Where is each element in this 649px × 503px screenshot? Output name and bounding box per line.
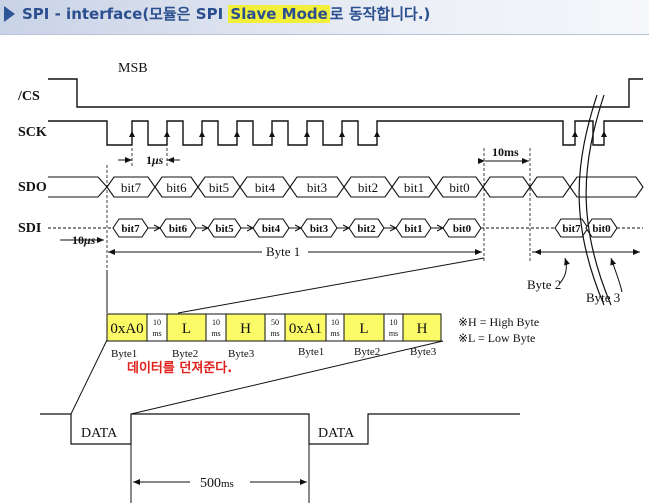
sdo-bit-label-5: bit2 [358,180,378,195]
packet-cell-text-6: 0xA1 [289,321,322,337]
sck-rising-edge-5 [304,131,310,137]
sdo-bit-label-7: bit0 [449,180,469,195]
title-suffix: 로 동작합니다.) [329,5,431,23]
break-mark-2 [585,94,612,306]
cs-waveform [48,78,643,108]
sdo-bit-label-2: bit5 [209,180,229,195]
sdo-bit-label-4: bit3 [307,180,327,195]
data-label-1: DATA [81,426,118,441]
sck-rising-edge-8 [572,131,578,137]
data-packet: 0xA0 10 ms L 10 ms H 50 ms 0xA1 10 ms L 10 ms H [106,313,442,342]
sck-rising-edge-2 [199,131,205,137]
title-highlight: Slave Mode [228,5,330,23]
sdo-label: SDO [18,180,47,195]
packet-cell-value-3: 10 [212,318,220,327]
sck-waveform [48,120,643,146]
sdi-waveform: bit7 bit6 bit5 bit4 bit3 bit2 bit1 bit0 bit7 bit0 [48,218,643,238]
packet-cell-8 [343,313,385,342]
packet-cell-text-8: L [359,321,368,337]
sdi-bit-label-1: bit6 [169,223,188,235]
period-label: 500ms [200,476,234,491]
packet-cell-text-0: 0xA0 [110,321,143,337]
sdi-bit-label-7: bit0 [453,223,472,235]
sdi-bit-label-0: bit7 [121,223,140,235]
sdi-label: SDI [18,221,41,236]
sdo-waveform: bit7 bit6 bit5 bit4 bit3 bit2 bit1 bit0 [48,176,644,198]
sck-rising-edge-3 [234,131,240,137]
packet-cell-text-2: L [182,321,191,337]
data-label-2: DATA [318,426,355,441]
sck-label: SCK [18,125,47,140]
sdi-end-bit-label-0: bit7 [562,223,581,235]
packet-cell-value-9: 10 [390,318,398,327]
sdi-bit-label-6: bit1 [404,223,422,235]
sdo-bit-label-1: bit6 [166,180,187,195]
zoom-line-right [177,257,485,314]
zoom-line-bottom-right [130,340,444,415]
packet-cell-unit-3: ms [211,329,220,338]
sdi-bit-label-4: bit3 [310,223,329,235]
sdo-bit-label-0: bit7 [121,180,142,195]
byte3-label: Byte 3 [586,290,620,305]
data-timing-waveform [40,413,520,445]
sck-rising-edge-9 [601,131,607,137]
dim-10us-label: 10μs [72,233,96,247]
break-mark-1 [578,94,605,306]
packet-cell-unit-9: ms [389,329,398,338]
packet-cell-unit-1: ms [152,329,161,338]
packet-cell-unit-7: ms [330,329,339,338]
byte2-label: Byte 2 [527,277,561,292]
packet-cell-4 [225,313,266,342]
note-korean: 데이터를 던져준다. [127,360,232,376]
packet-byte-labels: Byte1 Byte2 Byte3 Byte1 Byte2 Byte3 [111,346,437,360]
byte2-pointer [559,257,570,284]
title-prefix: SPI - interface(모듈은 SPI [22,5,229,23]
sdo-bit-label-3: bit4 [255,180,276,195]
packet-cell-value-7: 10 [331,318,339,327]
byte1-label-bg [262,243,308,259]
sdi-bit-label-3: bit4 [262,223,281,235]
sck-rising-edge-6 [339,131,345,137]
byte1-label: Byte 1 [266,244,300,259]
sdo-bit-label-6: bit1 [404,180,424,195]
packet-cell-0 [106,313,148,342]
packet-cell-unit-5: ms [270,329,279,338]
sdi-bit-label-5: bit2 [357,223,376,235]
sck-rising-edge-1 [164,131,170,137]
sck-rising-edge-0 [129,131,135,137]
byte3-pointer [610,257,623,293]
msb-label: MSB [118,61,148,76]
play-arrow-icon [4,6,15,22]
packet-byte-label-1: Byte2 [172,348,198,360]
packet-cell-value-1: 10 [153,318,161,327]
dim-1us-label: 1μs [146,153,164,167]
packet-byte-label-3: Byte1 [298,346,324,358]
packet-cell-text-10: H [417,321,428,337]
cs-label: /CS [17,89,40,104]
sck-rising-edge-4 [269,131,275,137]
packet-cell-10 [402,313,442,342]
sdi-end-bit-label-1: bit0 [592,223,611,235]
sck-edge-arrows [129,131,607,137]
packet-cell-text-4: H [240,321,251,337]
packet-byte-label-5: Byte3 [410,346,437,358]
packet-byte-label-4: Byte2 [354,346,380,358]
sck-rising-edge-7 [374,131,380,137]
legend-low: ※L = Low Byte [458,331,535,345]
dim-10ms-label: 10ms [492,145,519,159]
packet-byte-label-2: Byte3 [228,348,255,360]
packet-cell-value-5: 50 [271,318,279,327]
sdi-bit-label-2: bit5 [215,223,234,235]
zoom-line-bottom-left [70,339,108,415]
legend-high: ※H = High Byte [458,315,539,329]
packet-byte-label-0: Byte1 [111,348,137,360]
